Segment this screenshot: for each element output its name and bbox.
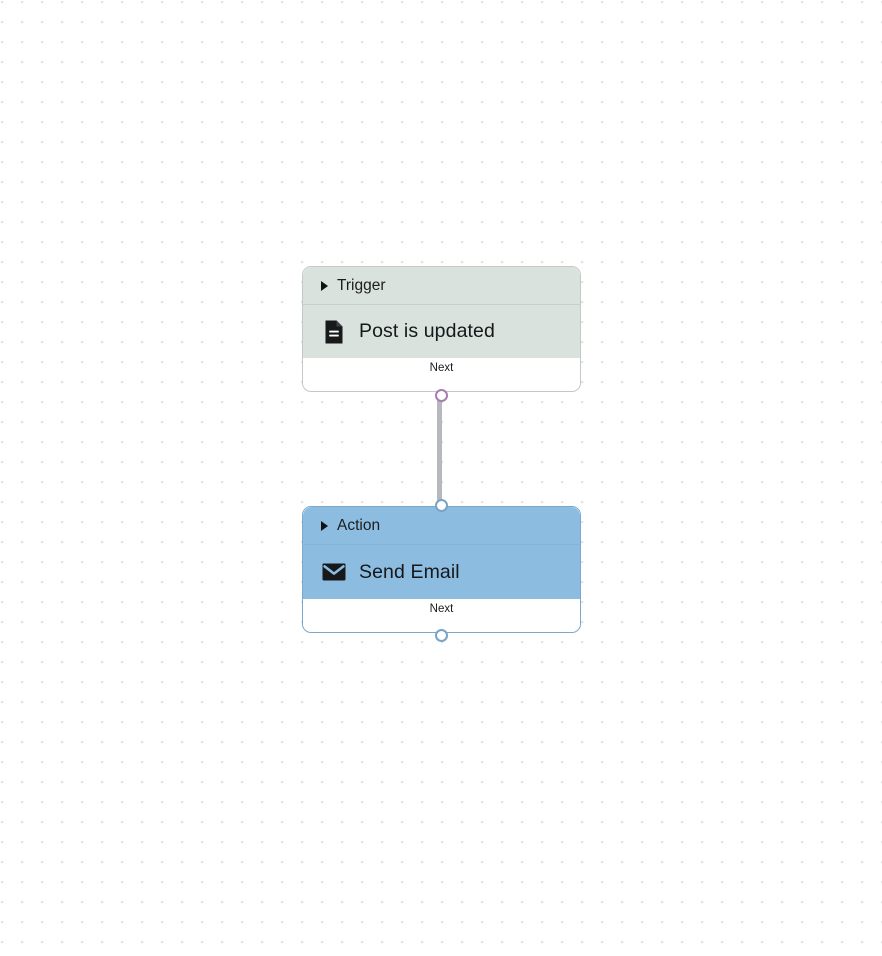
node-action[interactable]: Action Send Email Next bbox=[302, 506, 581, 633]
port-action-input[interactable] bbox=[435, 499, 448, 512]
node-trigger-next-label: Next bbox=[429, 362, 454, 374]
port-trigger-next-output[interactable] bbox=[435, 389, 448, 402]
node-trigger-inner: Trigger Post is updated Next bbox=[303, 267, 580, 391]
node-trigger[interactable]: Trigger Post is updated Next bbox=[302, 266, 581, 392]
node-trigger-title: Post is updated bbox=[359, 320, 495, 342]
node-action-next-label: Next bbox=[429, 603, 454, 615]
document-icon bbox=[325, 320, 343, 343]
node-trigger-footer[interactable]: Next bbox=[303, 358, 580, 391]
node-action-header[interactable]: Action bbox=[303, 507, 580, 545]
envelope-icon bbox=[322, 563, 346, 581]
node-action-inner: Action Send Email Next bbox=[303, 507, 580, 632]
node-action-body[interactable]: Send Email bbox=[303, 545, 580, 599]
edge-trigger-to-action[interactable] bbox=[437, 394, 442, 506]
node-trigger-header[interactable]: Trigger bbox=[303, 267, 580, 305]
expand-triangle-icon[interactable] bbox=[321, 280, 328, 291]
node-action-header-label: Action bbox=[337, 516, 381, 534]
node-action-footer[interactable]: Next bbox=[303, 599, 580, 632]
node-action-title: Send Email bbox=[359, 560, 460, 583]
expand-triangle-icon[interactable] bbox=[321, 520, 328, 531]
node-trigger-header-label: Trigger bbox=[337, 276, 386, 294]
port-action-next-output[interactable] bbox=[435, 629, 448, 642]
node-trigger-body[interactable]: Post is updated bbox=[303, 305, 580, 358]
